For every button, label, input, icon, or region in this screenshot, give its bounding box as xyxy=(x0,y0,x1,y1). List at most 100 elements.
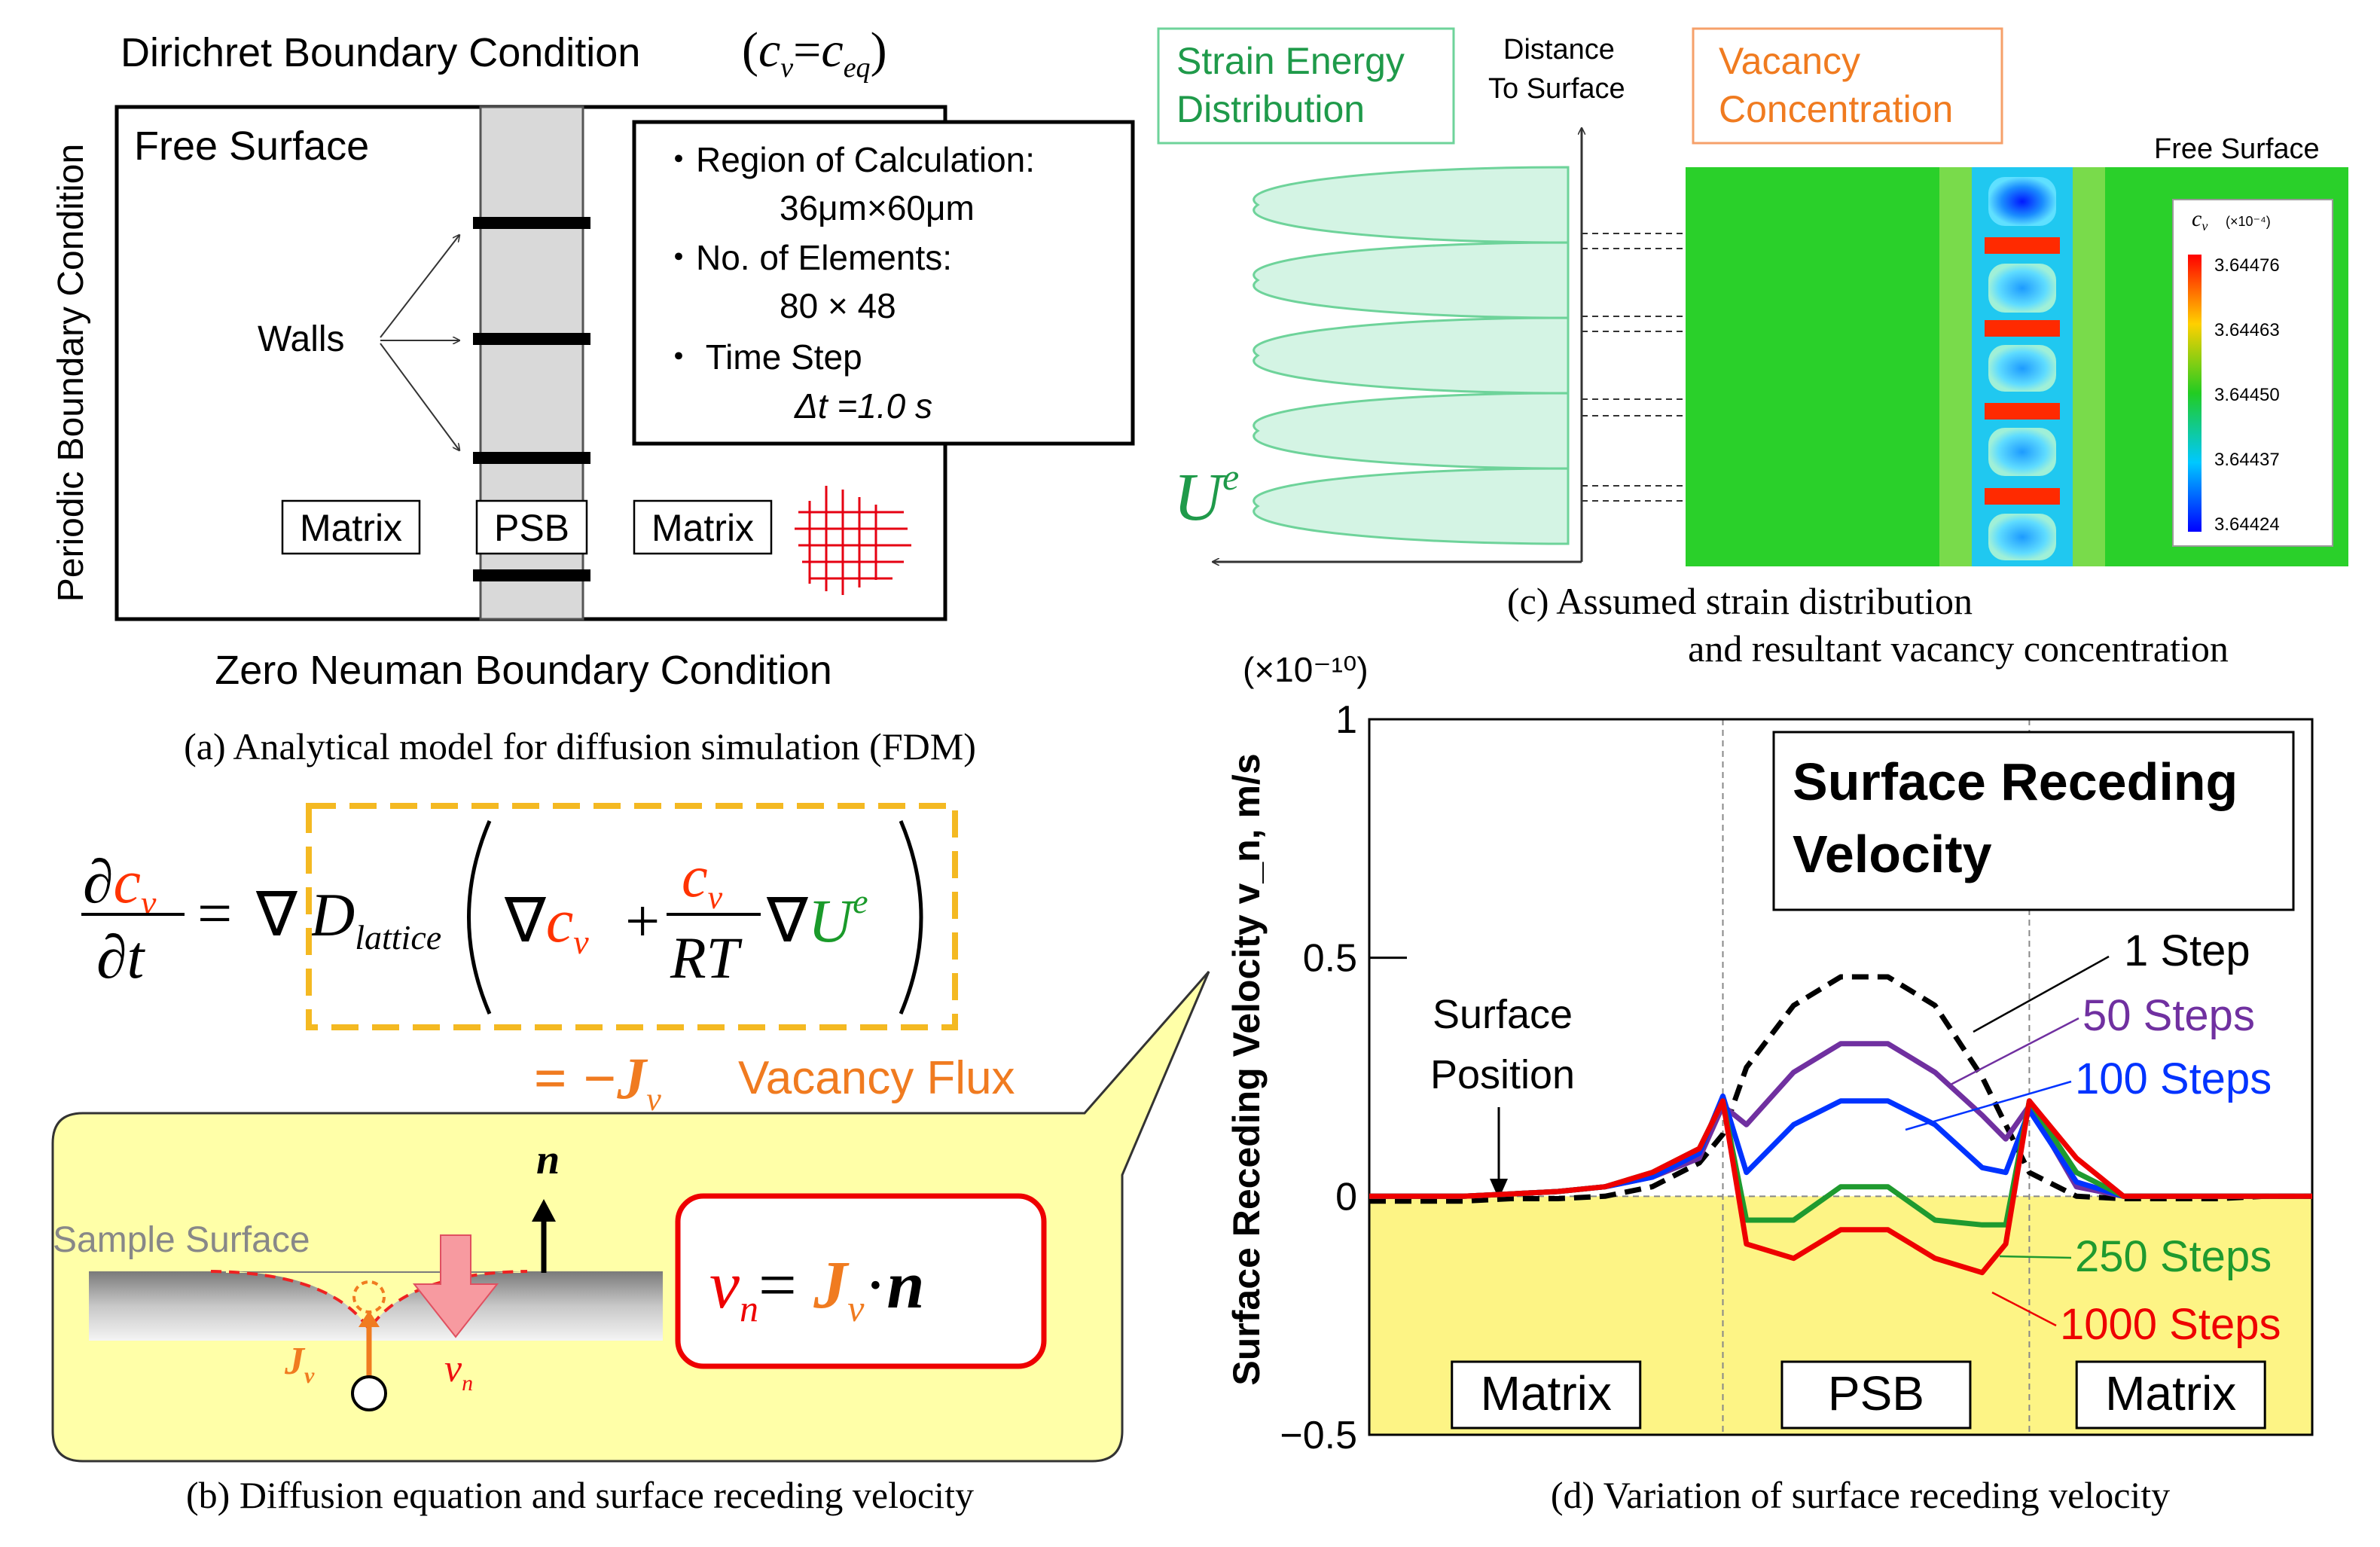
chart-title-line-1: Surface Receding xyxy=(1793,752,2238,811)
wall-3 xyxy=(473,452,590,464)
formula-eqsub: eq xyxy=(844,52,871,84)
chart-title-box xyxy=(1772,731,2295,911)
dirichlet-formula: (cv=ceq) xyxy=(742,23,887,84)
vacancy-label-1: Vacancy xyxy=(1719,40,1860,82)
caption-a: (a) Analytical model for diffusion simul… xyxy=(184,725,976,767)
info-line-4: 80 × 48 xyxy=(780,286,896,325)
region-label-box-3 xyxy=(2075,1360,2266,1430)
matrix-right-box xyxy=(633,499,773,555)
formula-c2: c xyxy=(821,23,843,78)
plot-frame xyxy=(1368,718,2314,1436)
y-tick-label-1: 1 xyxy=(1335,698,1357,742)
series-label-1: 1 Step xyxy=(2124,926,2250,975)
y-tick-label-3: 0 xyxy=(1335,1175,1357,1219)
distance-label-1: Distance xyxy=(1503,34,1615,66)
pde-d-top: ∂cv xyxy=(83,847,157,922)
strain-energy-label-2: Distribution xyxy=(1176,88,1365,130)
pde-RT: RT xyxy=(670,925,743,990)
mesh-icon xyxy=(795,486,911,595)
info-line-3: ・No. of Elements: xyxy=(661,238,952,277)
diffusion-equation: ∂cv ∂t = ∇ Dlattice ∇cv + cv RT ∇Ue xyxy=(81,820,923,1015)
walls-arrows xyxy=(380,235,459,450)
matrix-right-label: Matrix xyxy=(651,507,754,549)
series-leader-3 xyxy=(1905,1080,2072,1131)
chart-title-line-2: Velocity xyxy=(1793,825,1992,883)
colorbar-tick-1: 3.64476 xyxy=(2214,255,2280,276)
matrix-left-label: Matrix xyxy=(300,507,402,549)
colorbar-tick-2: 3.64463 xyxy=(2214,320,2280,340)
formula-eq: = xyxy=(793,23,821,78)
info-line-2: 36μm×60μm xyxy=(780,188,975,227)
colorbar-gradient xyxy=(2188,255,2202,532)
vn-arrow xyxy=(412,1234,499,1338)
series-label-4: 250 Steps xyxy=(2075,1232,2272,1281)
psb-box xyxy=(475,499,588,555)
vn-equation: vn= Jv·n xyxy=(709,1248,924,1329)
free-surface-label: Free Surface xyxy=(134,124,369,169)
contour-blobs xyxy=(1985,177,2060,560)
colorbar-unit: (×10⁻⁴) xyxy=(2226,214,2271,229)
region-label-2: PSB xyxy=(1828,1366,1924,1420)
caption-c-2: and resultant vacancy concentration xyxy=(1688,627,2229,670)
y-tick-label-2: 0.5 xyxy=(1303,937,1357,981)
pde-nabla: ∇ xyxy=(255,880,298,949)
psb-label: PSB xyxy=(494,507,569,549)
info-line-6: Δt =1.0 s xyxy=(794,386,932,426)
pde-nabla-U: ∇Ue xyxy=(766,882,868,955)
vacancy-box xyxy=(1692,27,2003,145)
vn-equation-box xyxy=(675,1193,1047,1369)
series-leader-1 xyxy=(1973,955,2110,1033)
formula-c: c xyxy=(758,23,780,78)
strain-energy-label-1: Strain Energy xyxy=(1176,40,1405,82)
surface-position-arrowhead xyxy=(1490,1179,1508,1199)
n-label: n xyxy=(536,1137,560,1183)
surface-position-label-1: Surface xyxy=(1433,992,1573,1037)
colorbar-tick-4: 3.64437 xyxy=(2214,450,2280,470)
series-leader-4 xyxy=(1999,1255,2072,1259)
series-label-2: 50 Steps xyxy=(2082,991,2255,1040)
panel-c: Strain Energy Distribution Distance To S… xyxy=(1157,27,2348,670)
ue-label: Ue xyxy=(1173,456,1239,535)
panel-a: Dirichret Boundary Condition (cv=ceq) Fr… xyxy=(51,23,1135,767)
vn-label: vn xyxy=(444,1347,473,1396)
info-line-5: ・ Time Step xyxy=(661,337,862,377)
vacancy-label-2: Concentration xyxy=(1719,88,1953,130)
sample-surface-label: Sample Surface xyxy=(53,1220,310,1260)
y-tick-label-4: −0.5 xyxy=(1280,1414,1357,1457)
y-scale-label: (×10⁻¹⁰) xyxy=(1243,650,1368,689)
colorbar-tick-5: 3.64424 xyxy=(2214,514,2280,535)
panel-b: ∂cv ∂t = ∇ Dlattice ∇cv + cv RT ∇Ue = −J… xyxy=(51,803,1210,1516)
y-axis-label: Surface Receding Velocity v_n, m/s xyxy=(1225,753,1268,1385)
vacancy-flux-label: Vacancy Flux xyxy=(738,1052,1015,1104)
paren-left xyxy=(467,820,492,1015)
vacancy-circle xyxy=(351,1375,387,1411)
walls-label: Walls xyxy=(258,319,345,359)
info-line-1: ・Region of Calculation: xyxy=(661,140,1035,179)
paren-right xyxy=(899,820,923,1015)
colorbar-tick-3: 3.64450 xyxy=(2214,385,2280,405)
matrix-left-box xyxy=(281,499,421,555)
flux-dashed-box xyxy=(306,803,958,1030)
surface-position-label-2: Position xyxy=(1430,1052,1575,1097)
strain-lobes xyxy=(1253,166,1570,545)
wall-4 xyxy=(473,569,590,581)
distance-label-2: To Surface xyxy=(1488,73,1625,105)
region-label-3: Matrix xyxy=(2105,1366,2236,1420)
wall-1 xyxy=(473,217,590,229)
series-leader-2 xyxy=(1950,1017,2079,1086)
dirichlet-label: Dirichret Boundary Condition xyxy=(121,30,640,75)
region-label-box-1 xyxy=(1451,1360,1642,1430)
series-label-3: 100 Steps xyxy=(2075,1054,2272,1103)
free-surface-c: Free Surface xyxy=(2154,133,2320,165)
caption-b: (b) Diffusion equation and surface reced… xyxy=(186,1474,974,1516)
pde-D: Dlattice xyxy=(310,880,441,957)
neg-jv: = −Jv xyxy=(533,1045,661,1118)
series-label-5: 1000 Steps xyxy=(2060,1300,2281,1349)
pde-eq: = xyxy=(197,879,232,947)
pde-cv-top: cv xyxy=(682,844,723,916)
jv-label: Jv xyxy=(284,1340,315,1388)
dip-shape xyxy=(226,1271,527,1329)
caption-d: (d) Variation of surface receding veloci… xyxy=(1551,1474,2170,1516)
